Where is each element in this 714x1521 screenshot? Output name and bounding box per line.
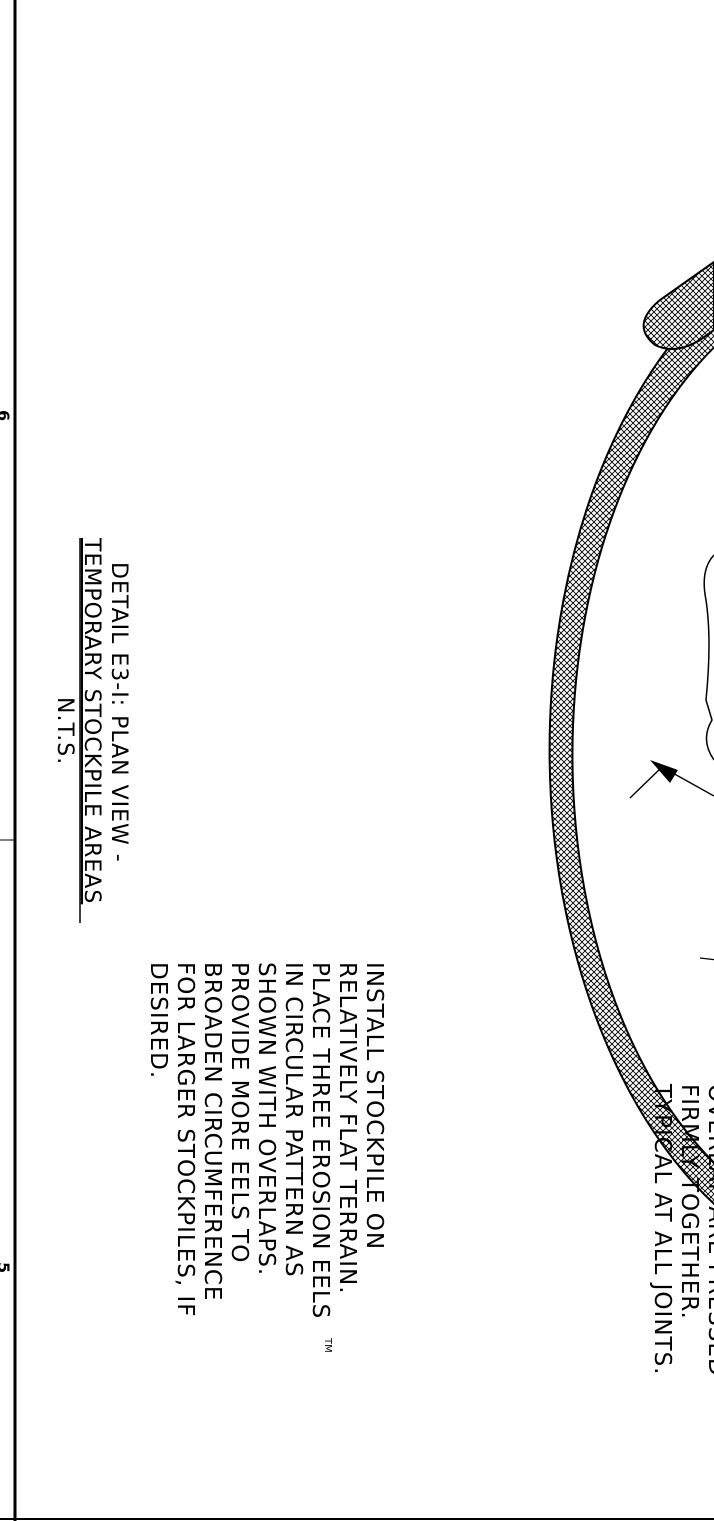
install-note-line1: INSTALL STOCKPILE ON xyxy=(361,962,387,1250)
stockpile-outline xyxy=(703,554,714,761)
install-note-line2: RELATIVELY FLAT TERRAIN. xyxy=(334,962,360,1295)
install-note-line8: FOR LARGER STOCKPILES, IF xyxy=(172,962,198,1317)
install-note-line9: DESIRED. xyxy=(145,962,171,1079)
arrow-head-icon xyxy=(650,760,678,783)
eel-joint-line xyxy=(699,957,714,961)
install-note-line6: PROVIDE MORE EELS TO xyxy=(226,962,252,1263)
erosion-eel-ring xyxy=(548,294,714,1206)
detail-scale: N.T.S. xyxy=(52,697,77,765)
install-note-line4: IN CIRCULAR PATTERN AS xyxy=(280,962,306,1278)
install-note-line3: PLACE THREE EROSION EELS xyxy=(307,962,333,1319)
erosion-eel-overlap-end xyxy=(642,260,714,350)
overlap-note-line1: OVERLAP ARE PRESSED xyxy=(703,1084,714,1377)
overlap-note-line3: TYPICAL AT ALL JOINTS. xyxy=(649,1083,675,1376)
trademark-mark: TM xyxy=(322,1337,333,1353)
install-note-line5: SHOWN WITH OVERLAPS. xyxy=(253,962,279,1276)
overlap-note-line2: FIRMLY TOGETHER. xyxy=(676,1084,702,1320)
install-note-line7: BROADEN CIRCUMFERENCE xyxy=(199,962,225,1301)
detail-title-line2: TEMPORARY STOCKPILE AREAS xyxy=(79,537,104,904)
detail-title-line1: DETAIL E3-I: PLAN VIEW - xyxy=(106,562,131,863)
leader-line xyxy=(629,766,663,799)
zone-marker-5: 5 xyxy=(0,1262,13,1273)
zone-marker-6: 6 xyxy=(0,410,13,421)
